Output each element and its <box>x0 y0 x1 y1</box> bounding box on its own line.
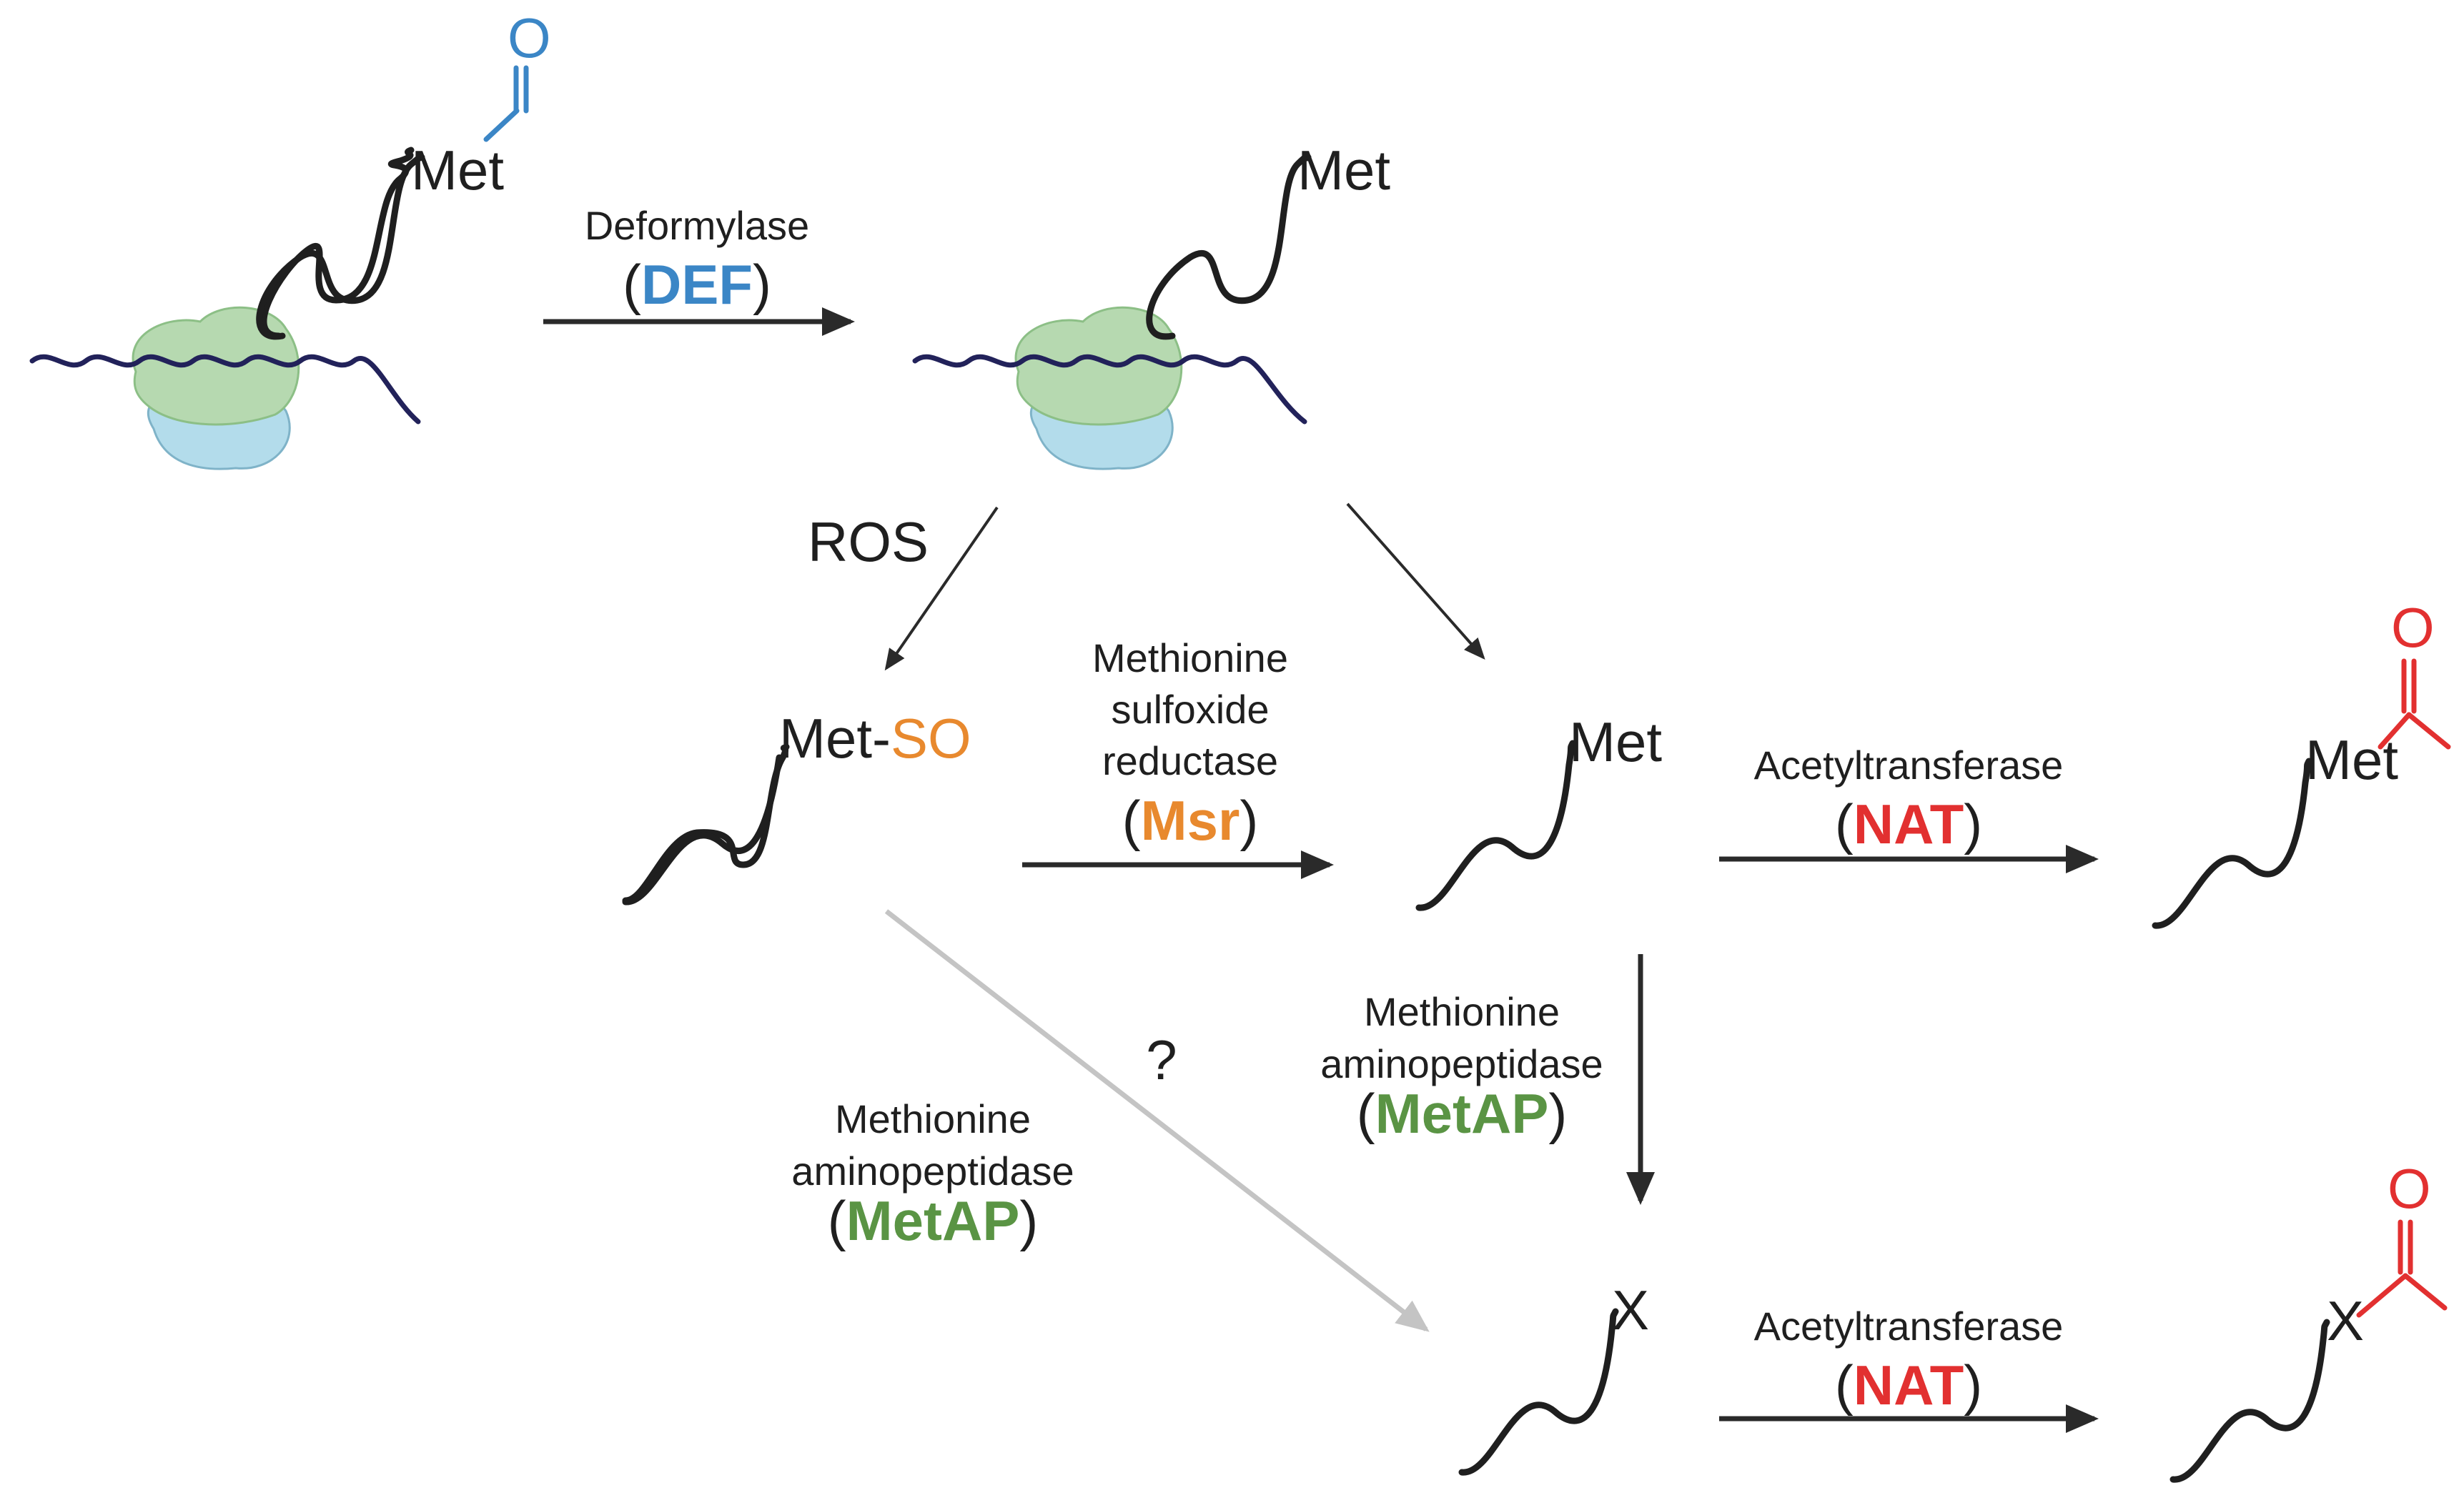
acetyl-group-icon <box>2356 1219 2448 1318</box>
oxidized-residue-label: Met-SO <box>779 707 971 770</box>
peptide-chain-icon <box>2152 758 2312 929</box>
release-arrow <box>1346 502 1485 660</box>
initial-residue-label: Met <box>411 139 504 202</box>
mrna-strand <box>912 354 1307 425</box>
peptide-chain-icon <box>1458 1308 1619 1476</box>
metap-main-line1: Methionine <box>1364 989 1560 1034</box>
metap-sulfoxide-line2: aminopeptidase <box>791 1149 1074 1194</box>
msr-label-line3: reductase <box>1102 738 1278 783</box>
peptide-chain-icon <box>1415 740 1576 911</box>
ribosome-icon <box>1014 306 1183 470</box>
msr-label-line2: sulfoxide <box>1111 687 1269 732</box>
peptide-chain-icon <box>1146 153 1312 340</box>
ribosome-icon <box>132 306 300 470</box>
nat-bottom-label: Acetyltransferase <box>1754 1304 2064 1349</box>
msr-label-line1: Methionine <box>1092 635 1288 680</box>
acetyl-oxygen-label: O <box>2388 1157 2431 1220</box>
formyl-oxygen-label: O <box>508 6 551 69</box>
peptide-chain-icon <box>2169 1319 2330 1483</box>
acetyl-group-icon <box>2378 658 2451 750</box>
metap-sulfoxide-line1: Methionine <box>835 1096 1031 1141</box>
deformylated-residue-label: Met <box>1297 139 1390 202</box>
ros-arrow <box>884 506 999 671</box>
metap-sulfoxide-abbrev: (MetAP) <box>828 1189 1039 1252</box>
peptide-chain-icon <box>622 743 790 904</box>
peptide-chain-icon <box>622 754 783 906</box>
deformylase-label: Deformylase <box>585 203 809 248</box>
uncertain-question-mark: ? <box>1146 1028 1177 1091</box>
nat-top-abbrev: (NAT) <box>1835 793 1982 855</box>
deformylase-abbrev: (DEF) <box>623 253 771 316</box>
msr-abbrev: (Msr) <box>1122 789 1259 852</box>
cleaved-residue-label: X <box>1612 1279 1649 1341</box>
metap-main-abbrev: (MetAP) <box>1357 1082 1568 1145</box>
formyl-group-icon <box>483 65 529 142</box>
peptide-chain-icon <box>256 153 425 340</box>
acetyl-oxygen-label: O <box>2391 596 2435 659</box>
free-met-residue-label: Met <box>1569 710 1662 773</box>
mrna-strand <box>29 354 421 425</box>
metap-sulfoxide-arrow <box>884 909 1430 1332</box>
ros-label: ROS <box>808 510 929 573</box>
nat-top-label: Acetyltransferase <box>1754 743 2064 788</box>
metap-main-line2: aminopeptidase <box>1320 1041 1603 1086</box>
nat-bottom-abbrev: (NAT) <box>1835 1354 1982 1417</box>
acetylated-met-residue-label: Met <box>2305 728 2398 791</box>
acetylated-x-residue-label: X <box>2327 1289 2364 1352</box>
